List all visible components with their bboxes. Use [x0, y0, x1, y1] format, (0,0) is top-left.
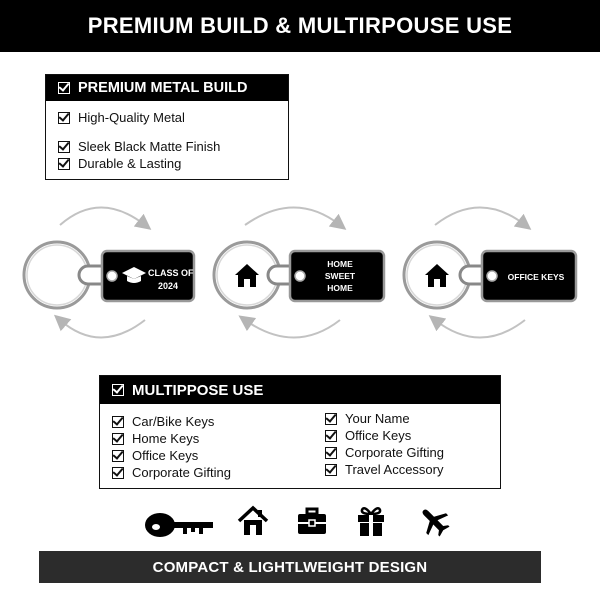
- arrow-icon: [434, 206, 532, 230]
- footer-text: COMPACT & LIGHTLWEIGHT DESIGN: [152, 558, 428, 576]
- keychain-1: CLASS OF 2024: [22, 206, 196, 339]
- build-item-label: Durable & Lasting: [78, 156, 182, 171]
- use-item-label: Office Keys: [345, 428, 412, 443]
- keychain-illustrations: CLASS OF 2024 HOME SWEET HOME: [22, 206, 578, 339]
- checkbox-icon: [325, 429, 337, 442]
- icon-row: [0, 505, 600, 545]
- tag-text-line: SWEET: [325, 271, 356, 281]
- use-item: Corporate Gifting: [325, 445, 444, 460]
- use-item-label: Travel Accessory: [345, 462, 444, 477]
- gift-icon: [358, 506, 384, 536]
- checkbox-icon: [112, 432, 124, 445]
- checkbox-icon: [112, 466, 124, 479]
- tag-text-line: HOME: [327, 259, 353, 269]
- checkbox-icon: [58, 140, 70, 153]
- graduation-cap-icon: [122, 267, 146, 283]
- use-item-label: Car/Bike Keys: [132, 414, 215, 429]
- checkbox-icon: [325, 412, 337, 425]
- build-item-label: High-Quality Metal: [78, 110, 185, 125]
- arrow-icon: [53, 314, 146, 339]
- use-item: Corporate Gifting: [112, 465, 231, 480]
- house-icon: [235, 264, 259, 287]
- tag-text-line: CLASS OF: [148, 268, 194, 278]
- checkbox-icon: [58, 111, 70, 124]
- use-item: Your Name: [325, 411, 410, 426]
- tag-text-line: 2024: [158, 281, 178, 291]
- use-item: Travel Accessory: [325, 462, 444, 477]
- use-item-label: Corporate Gifting: [132, 465, 231, 480]
- use-item: Home Keys: [112, 431, 199, 446]
- premium-build-box: PREMIUM METAL BUILD High-Quality Metal S…: [45, 74, 289, 180]
- checkbox-icon: [58, 157, 70, 170]
- build-item: High-Quality Metal: [58, 110, 185, 125]
- checkbox-icon: [325, 446, 337, 459]
- build-item: Durable & Lasting: [58, 156, 181, 171]
- multipurpose-use-box: MULTIPPOSE USE Car/Bike Keys Home Keys O…: [99, 375, 501, 489]
- use-item: Car/Bike Keys: [112, 414, 214, 429]
- checkbox-icon: [112, 449, 124, 462]
- use-item: Office Keys: [112, 448, 198, 463]
- keychain-tag: [288, 249, 386, 303]
- checkbox-icon: [58, 82, 70, 94]
- keychain-tag: [480, 249, 578, 303]
- keychain-3: OFFICE KEYS: [402, 206, 578, 339]
- arrow-icon: [238, 315, 341, 339]
- use-item: Office Keys: [325, 428, 411, 443]
- multipurpose-use-header: MULTIPPOSE USE: [100, 376, 500, 404]
- checkbox-icon: [112, 415, 124, 428]
- checkbox-icon: [112, 384, 124, 396]
- arrow-icon: [428, 315, 526, 339]
- house-icon: [425, 264, 449, 287]
- tag-text-line: OFFICE KEYS: [508, 272, 565, 282]
- top-banner: PREMIUM BUILD & MULTIRPOUSE USE: [0, 0, 600, 52]
- keychain-2: HOME SWEET HOME: [212, 206, 386, 339]
- briefcase-icon: [298, 507, 326, 534]
- checkbox-icon: [325, 463, 337, 476]
- house-icon: [237, 505, 269, 535]
- key-icon: [145, 513, 213, 537]
- airplane-icon: [422, 509, 450, 537]
- arrow-icon: [244, 206, 347, 230]
- multipurpose-use-title: MULTIPPOSE USE: [132, 381, 264, 399]
- arrow-icon: [59, 206, 152, 230]
- page-title: PREMIUM BUILD & MULTIRPOUSE USE: [87, 13, 513, 38]
- build-item: Sleek Black Matte Finish: [58, 139, 220, 154]
- use-item-label: Your Name: [345, 411, 410, 426]
- keychain-tag: [100, 249, 196, 303]
- use-item-label: Office Keys: [132, 448, 199, 463]
- tag-text-line: HOME: [327, 283, 353, 293]
- use-item-label: Home Keys: [132, 431, 200, 446]
- premium-build-title: PREMIUM METAL BUILD: [78, 80, 248, 96]
- premium-build-header: PREMIUM METAL BUILD: [46, 75, 288, 101]
- use-item-label: Corporate Gifting: [345, 445, 444, 460]
- footer-bar: COMPACT & LIGHTLWEIGHT DESIGN: [39, 551, 541, 583]
- build-item-label: Sleek Black Matte Finish: [78, 139, 221, 154]
